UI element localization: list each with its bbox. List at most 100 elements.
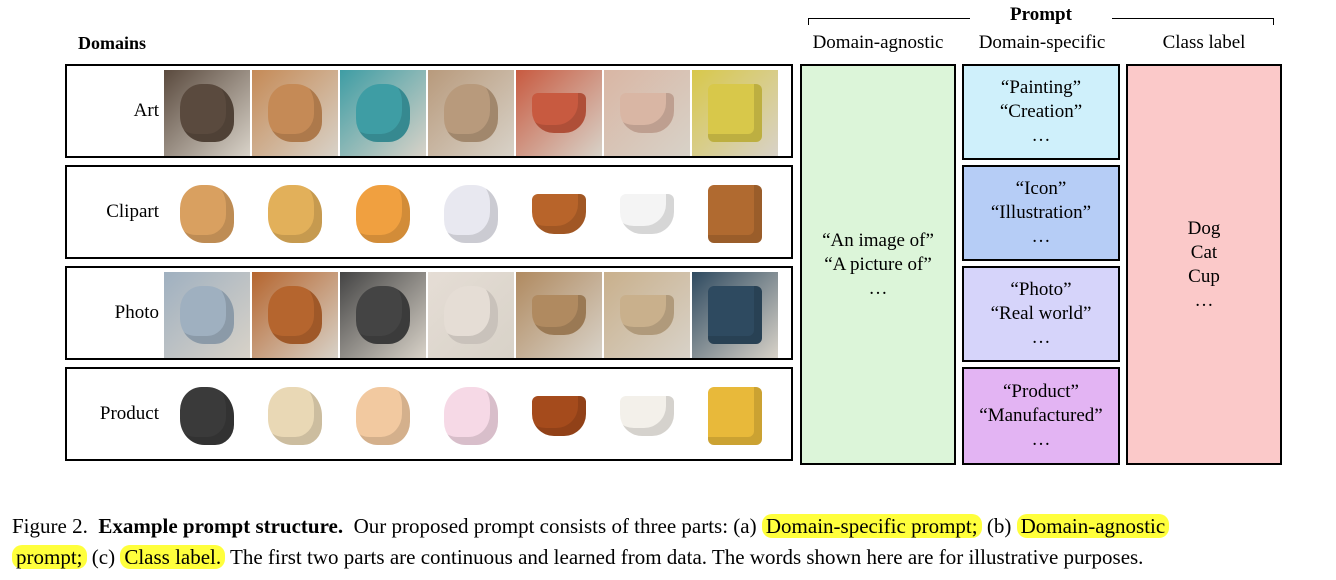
cup-icon	[604, 171, 690, 257]
cat-icon	[428, 272, 514, 358]
domain-row-photo: Photo	[65, 266, 793, 360]
prompt-ellipsis: …	[1031, 429, 1051, 450]
cat-icon	[340, 70, 426, 156]
caption-title: Example prompt structure.	[98, 514, 344, 538]
cat-icon	[340, 373, 426, 459]
caption-text: (c)	[91, 545, 116, 569]
chair-icon	[692, 171, 778, 257]
image-strip	[164, 373, 778, 459]
highlight-domain-agnostic-cont: prompt;	[12, 545, 87, 569]
cat-icon	[428, 171, 514, 257]
domain-row-clipart: Clipart	[65, 165, 793, 259]
dog-image	[164, 70, 250, 156]
figure-caption: Figure 2. Example prompt structure. Our …	[12, 511, 1334, 573]
cup-icon	[516, 70, 602, 156]
cup-image	[516, 373, 602, 459]
dog-image	[164, 272, 250, 358]
image-strip	[164, 171, 778, 257]
chair-image	[692, 70, 778, 156]
highlight-class-label: Class label.	[120, 545, 226, 569]
cup-image	[604, 373, 690, 459]
image-strip	[164, 70, 778, 156]
cat-image	[428, 70, 514, 156]
dog-image	[164, 373, 250, 459]
domains-title: Domains	[78, 33, 147, 53]
cat-icon	[340, 272, 426, 358]
image-strip	[164, 272, 778, 358]
chair-image	[692, 373, 778, 459]
dog-image	[252, 373, 338, 459]
cup-icon	[516, 373, 602, 459]
cat-icon	[340, 171, 426, 257]
domain-row-product: Product	[65, 367, 793, 461]
chair-icon	[692, 373, 778, 459]
caption-text: The first two parts are continuous and l…	[230, 545, 1144, 569]
class-ellipsis: …	[1194, 289, 1214, 311]
domain-agnostic-box: “An image of” “A picture of” …	[800, 64, 956, 465]
dog-image	[252, 171, 338, 257]
cat-icon	[428, 70, 514, 156]
cup-icon	[604, 70, 690, 156]
cup-image	[516, 272, 602, 358]
prompt-text: “Photo”	[1010, 279, 1072, 300]
dog-icon	[252, 373, 338, 459]
prompt-title: Prompt	[1010, 4, 1072, 25]
prompt-text: “A picture of”	[824, 253, 932, 275]
prompt-text: “Painting”	[1000, 77, 1082, 98]
header-domain-specific: Domain-specific	[978, 32, 1106, 53]
prompt-text: “An image of”	[822, 229, 934, 251]
header-domain-agnostic: Domain-agnostic	[812, 32, 944, 53]
dog-icon	[164, 373, 250, 459]
dog-icon	[164, 272, 250, 358]
cup-image	[604, 171, 690, 257]
cup-icon	[604, 373, 690, 459]
cup-image	[604, 272, 690, 358]
cat-image	[428, 272, 514, 358]
dog-icon	[164, 171, 250, 257]
dog-image	[252, 70, 338, 156]
domain-label: Product	[99, 403, 159, 424]
chair-image	[692, 272, 778, 358]
class-name: Cat	[1190, 241, 1218, 263]
prompt-bracket-left	[808, 18, 970, 19]
caption-text: (b)	[986, 514, 1012, 538]
caption-figure-number: Figure 2.	[12, 514, 88, 538]
cup-image	[516, 171, 602, 257]
prompt-text: “Icon”	[1015, 178, 1067, 199]
cat-image	[340, 373, 426, 459]
prompt-ellipsis: …	[1031, 226, 1051, 247]
cat-icon	[428, 373, 514, 459]
cup-image	[516, 70, 602, 156]
cup-icon	[516, 272, 602, 358]
chair-image	[692, 171, 778, 257]
dog-icon	[164, 70, 250, 156]
domain-specific-box-art: “Painting” “Creation” …	[962, 64, 1120, 160]
cup-icon	[516, 171, 602, 257]
prompt-text: “Manufactured”	[979, 405, 1103, 426]
chair-icon	[692, 70, 778, 156]
prompt-text: “Product”	[1003, 381, 1079, 402]
class-name: Dog	[1187, 217, 1221, 239]
prompt-text: “Real world”	[990, 303, 1092, 324]
domain-label: Art	[133, 100, 159, 121]
prompt-text: “Illustration”	[990, 202, 1092, 223]
dog-icon	[252, 171, 338, 257]
bracket-tick-right	[1273, 18, 1274, 25]
domain-specific-box-clipart: “Icon” “Illustration” …	[962, 165, 1120, 261]
class-name: Cup	[1188, 265, 1220, 287]
dog-image	[164, 171, 250, 257]
cup-icon	[604, 272, 690, 358]
highlight-domain-agnostic: Domain-agnostic	[1016, 514, 1170, 538]
prompt-ellipsis: …	[868, 277, 888, 299]
caption-text: Our proposed prompt consists of three pa…	[353, 514, 757, 538]
highlight-domain-specific: Domain-specific prompt;	[761, 514, 982, 538]
dog-icon	[252, 70, 338, 156]
prompt-ellipsis: …	[1031, 125, 1051, 146]
cat-image	[428, 171, 514, 257]
prompt-ellipsis: …	[1031, 327, 1051, 348]
header-class-label: Class label	[1162, 32, 1246, 53]
chair-icon	[692, 272, 778, 358]
domain-specific-box-photo: “Photo” “Real world” …	[962, 266, 1120, 362]
bracket-tick-left	[808, 18, 809, 25]
dog-image	[252, 272, 338, 358]
